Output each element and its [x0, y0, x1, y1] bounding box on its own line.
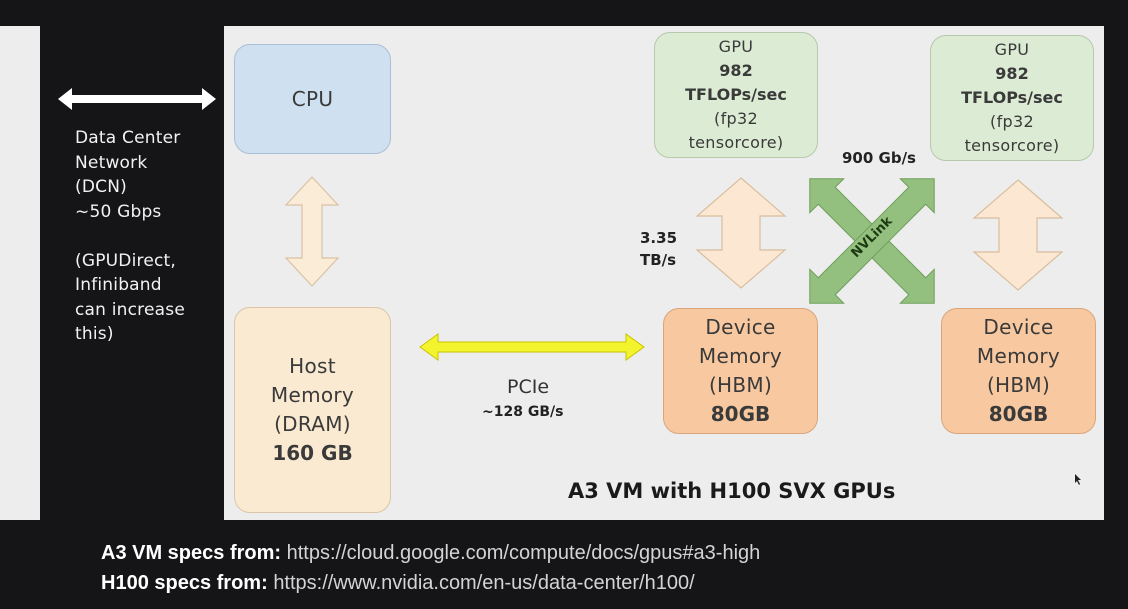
a3-specs-link[interactable]: https://cloud.google.com/compute/docs/gp… — [286, 542, 761, 564]
device-memory-line: (HBM) — [986, 373, 1051, 397]
gpu-tflops-unit: TFLOPs/sec — [685, 85, 787, 104]
cpu-host-arrow — [284, 176, 340, 287]
dcn-line — [75, 224, 185, 249]
dcn-line: ~50 Gbps — [75, 201, 162, 222]
device-memory-line: Memory — [976, 344, 1061, 368]
host-memory-size: 160 GB — [272, 441, 353, 465]
cpu-box: CPU — [234, 44, 391, 154]
vm-title: A3 VM with H100 SVX GPUs — [568, 479, 896, 503]
hbm-bandwidth-label: 3.35 TB/s — [640, 227, 677, 271]
footer-line-h100: H100 specs from: https://www.nvidia.com/… — [101, 568, 760, 598]
dcn-line: (DCN) — [75, 177, 127, 197]
pcie-bandwidth-label: ~128 GB/s — [482, 404, 564, 420]
footer-line-a3: A3 VM specs from: https://cloud.google.c… — [101, 538, 760, 568]
pcie-arrow — [419, 333, 645, 361]
device-memory-line: Memory — [698, 344, 783, 368]
h100-specs-link[interactable]: https://www.nvidia.com/en-us/data-center… — [273, 572, 695, 594]
device-memory-size: 80GB — [988, 402, 1049, 426]
dcn-arrow — [58, 88, 216, 110]
a3-specs-label: A3 VM specs from: — [101, 542, 282, 564]
device-memory-line: Device — [705, 315, 776, 339]
footer-sources: A3 VM specs from: https://cloud.google.c… — [101, 538, 760, 598]
host-memory-line: Host — [289, 354, 336, 378]
pcie-label: PCIe — [507, 376, 550, 398]
cpu-label: CPU — [291, 86, 334, 111]
host-memory-box: Host Memory (DRAM) 160 GB — [234, 307, 391, 513]
gpu-precision: tensorcore) — [964, 136, 1060, 155]
gpu-tflops-unit: TFLOPs/sec — [961, 88, 1063, 107]
dcn-line: this) — [75, 324, 114, 344]
hbm-arrow-2 — [972, 179, 1064, 291]
device-memory-box-2: Device Memory (HBM) 80GB — [941, 308, 1096, 434]
dcn-line: (GPUDirect, — [75, 250, 177, 271]
device-memory-line: (HBM) — [708, 373, 773, 397]
hbm-arrow-1 — [695, 177, 787, 289]
gpu-precision: (fp32 — [714, 109, 758, 128]
gpu-label: GPU — [994, 40, 1030, 59]
hbm-bandwidth-unit: TB/s — [640, 251, 677, 269]
device-memory-box-1: Device Memory (HBM) 80GB — [663, 308, 818, 434]
host-memory-line: Memory — [270, 383, 355, 407]
dcn-line: Network — [75, 152, 148, 173]
host-memory-line: (DRAM) — [274, 412, 351, 436]
dcn-line: Infiniband — [75, 275, 162, 295]
nvlink-bandwidth-label: 900 Gb/s — [842, 149, 916, 167]
left-panel-edge — [0, 26, 40, 520]
device-memory-size: 80GB — [710, 402, 771, 426]
gpu-tflops-value: 982 — [995, 64, 1029, 83]
gpu-box-2: GPU 982 TFLOPs/sec (fp32 tensorcore) — [930, 35, 1094, 161]
device-memory-line: Device — [983, 315, 1054, 339]
gpu-tflops-value: 982 — [719, 61, 753, 80]
gpu-precision: (fp32 — [990, 112, 1034, 131]
dcn-line: Data Center — [75, 128, 181, 148]
dcn-description: Data Center Network (DCN) ~50 Gbps (GPUD… — [75, 126, 185, 347]
nvlink-arrow-b — [809, 178, 935, 304]
gpu-label: GPU — [718, 37, 754, 56]
gpu-box-1: GPU 982 TFLOPs/sec (fp32 tensorcore) — [654, 32, 818, 158]
gpu-precision: tensorcore) — [688, 133, 784, 152]
dcn-line: can increase — [75, 299, 185, 320]
h100-specs-label: H100 specs from: — [101, 572, 268, 594]
hbm-bandwidth-value: 3.35 — [640, 229, 678, 247]
mouse-cursor-icon — [1075, 474, 1081, 485]
